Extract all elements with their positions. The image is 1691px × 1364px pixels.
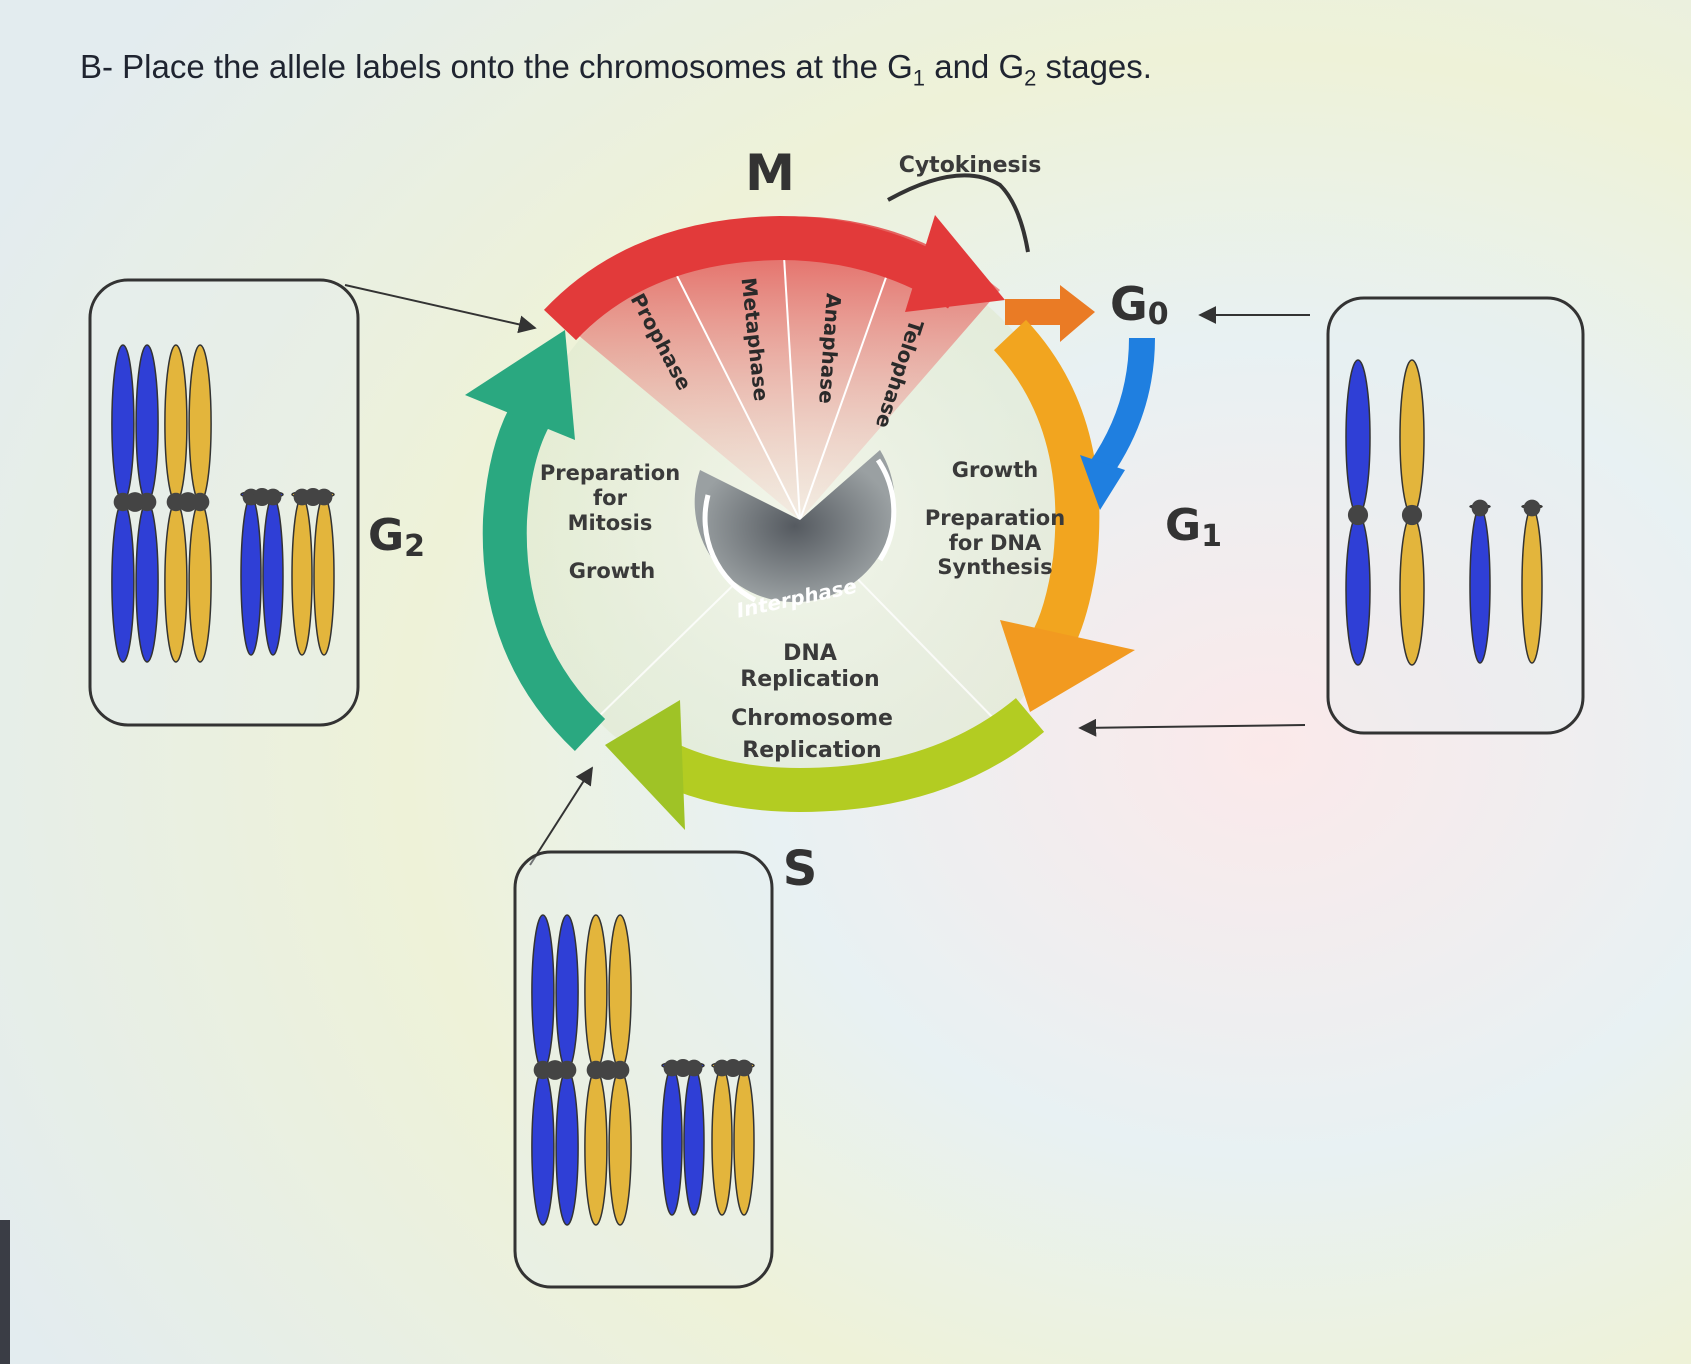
g1-box-pointer xyxy=(1078,718,1306,737)
g0-label: G0 xyxy=(1110,277,1169,332)
centromere xyxy=(598,1060,618,1080)
centromere xyxy=(724,1059,742,1077)
chromosome-arm xyxy=(111,501,135,663)
title-sub1: 1 xyxy=(912,65,926,91)
chromosome-arm xyxy=(1345,359,1371,516)
title-suffix: stages. xyxy=(1036,48,1152,85)
chromosome-arm xyxy=(1521,507,1543,664)
chromosome-arm xyxy=(188,344,212,503)
g1-synthesis-label: Synthesis xyxy=(937,555,1052,579)
mitosis-wedge xyxy=(560,216,1000,520)
chromosome-arm xyxy=(111,344,135,503)
chromosome-arm xyxy=(313,496,335,656)
g2-arc xyxy=(482,386,606,751)
mitosis-arc xyxy=(543,215,972,341)
title-prefix: B- Place the allele labels onto the chro… xyxy=(80,48,913,85)
centromere xyxy=(674,1059,692,1077)
chromosome-arm xyxy=(262,496,284,656)
g1-chromosome-box xyxy=(1326,296,1585,735)
chromosome-arm xyxy=(711,1067,733,1216)
centromere xyxy=(253,488,271,506)
centromere xyxy=(1471,499,1489,517)
g2-growth-label: Growth xyxy=(569,559,655,583)
cytokinesis-label: Cytokinesis xyxy=(899,153,1042,178)
chromosome-arm xyxy=(164,344,188,503)
chromosome-arm xyxy=(608,914,632,1071)
chromosome-arm xyxy=(531,1069,555,1226)
s-replication-label: Replication xyxy=(740,667,879,692)
g2-for-label: for xyxy=(593,486,628,510)
m-phase-label: M xyxy=(745,144,795,202)
s-chromosome-box xyxy=(513,850,774,1289)
chromosome-arm xyxy=(164,501,188,663)
g1-arc xyxy=(993,319,1100,675)
chromosome-arm xyxy=(555,1069,579,1226)
centromere xyxy=(1401,504,1423,526)
s-chromosome-label: Chromosome xyxy=(731,706,893,731)
centromere xyxy=(1347,504,1369,526)
centromere xyxy=(178,492,198,512)
chromosome-arm xyxy=(584,1069,608,1226)
chromosome-arm xyxy=(1399,514,1425,666)
centromere xyxy=(125,492,145,512)
centromere xyxy=(1523,499,1541,517)
mitosis-wedge-dividers xyxy=(674,239,896,521)
chromosome-arm xyxy=(1399,359,1425,516)
chromosome-arm xyxy=(135,501,159,663)
title-middle: and G xyxy=(925,48,1025,85)
chromosome-arm xyxy=(661,1067,683,1216)
interphase-core xyxy=(694,450,895,603)
title-sub2: 2 xyxy=(1024,65,1037,91)
s-arc xyxy=(650,697,1045,813)
g2-arrowhead xyxy=(465,330,575,440)
chromosome-arm xyxy=(531,914,555,1071)
cytokinesis-curve xyxy=(887,173,1030,253)
chromosome-arm xyxy=(584,914,608,1071)
chromosome-arm xyxy=(240,496,262,656)
s-chromosome-replication-label: Replication xyxy=(742,738,881,763)
chromosome-arm xyxy=(683,1067,705,1216)
g2-preparation-label: Preparation xyxy=(540,461,680,485)
s-box-pointer xyxy=(529,766,593,866)
centromere xyxy=(304,488,322,506)
chromosome-arm xyxy=(1469,507,1491,664)
chromosome-arm xyxy=(608,1069,632,1226)
g1-label: G1 xyxy=(1165,500,1222,554)
g2-mitosis-label: Mitosis xyxy=(568,511,653,535)
instruction-title: B- Place the allele labels onto the chro… xyxy=(80,48,1152,92)
g1-preparation-label: Preparation xyxy=(925,506,1065,530)
g0-return-arrow xyxy=(1089,337,1155,478)
chromosome-arm xyxy=(733,1067,755,1216)
centromere xyxy=(545,1060,565,1080)
chromosome-arm xyxy=(291,496,313,656)
g1-arrowhead xyxy=(1000,620,1135,712)
s-dna-label: DNA xyxy=(783,641,837,666)
g1-for-dna-label: for DNA xyxy=(949,531,1042,555)
s-phase-label: S xyxy=(783,841,818,897)
g2-box-pointer xyxy=(344,284,537,334)
chromosome-groups xyxy=(111,344,1543,1226)
chromosome-arm xyxy=(1345,514,1371,666)
chromosome-arm xyxy=(188,501,212,663)
g1-growth-label: Growth xyxy=(952,458,1038,482)
g2-label: G2 xyxy=(368,510,425,564)
s-arrowhead xyxy=(605,700,685,830)
chromosome-arm xyxy=(555,914,579,1071)
mitosis-arrowhead xyxy=(905,215,1005,312)
chromosome-arm xyxy=(135,344,159,503)
